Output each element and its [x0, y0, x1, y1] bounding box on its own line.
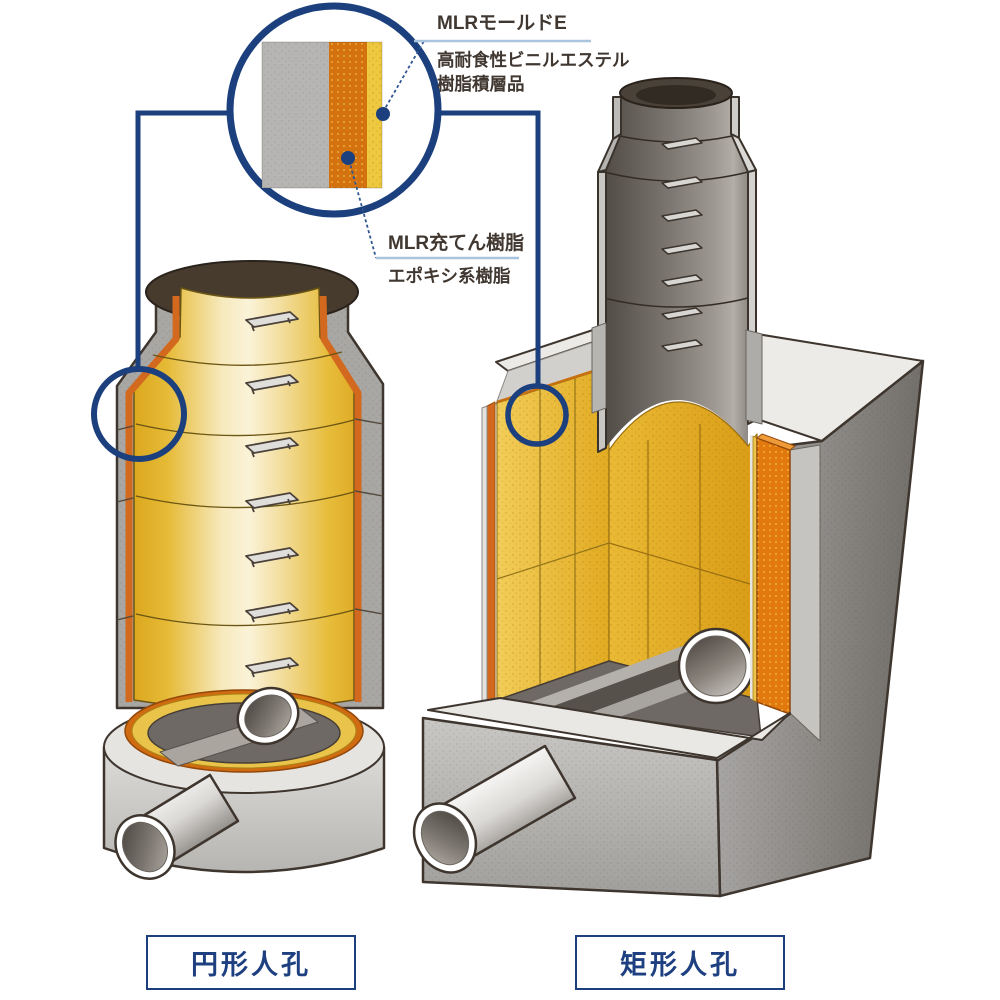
filler-layer-desc: エポキシ系樹脂 — [388, 266, 511, 286]
ladder-rungs-circular — [245, 311, 299, 678]
callout-marker-circular — [91, 366, 187, 462]
slab-collar-left — [591, 322, 607, 414]
box-ledge — [427, 697, 791, 759]
box-inner-cut-face — [789, 444, 821, 742]
wall-pipe-opening — [677, 627, 755, 705]
layer-sample — [261, 41, 383, 189]
callout-marker-rectangular — [505, 383, 569, 447]
lining-wall-left-seams — [496, 378, 610, 688]
connector-line-right — [438, 110, 541, 386]
caption-rectangular-label: 矩形人孔 — [620, 950, 740, 980]
filler-layer-title: MLR充てん樹脂 — [388, 233, 525, 254]
filler-strip-left-wall — [486, 401, 496, 711]
caption-circular-manhole: 円形人孔 — [146, 935, 356, 990]
inlet-pipe-rectangular — [412, 744, 577, 874]
leader-dot-filler — [341, 151, 355, 165]
circular-manhole — [102, 260, 386, 880]
box-channel — [532, 652, 726, 724]
wall-joint-ticks — [116, 418, 384, 621]
channel-pipe-stub — [236, 686, 300, 746]
slab-collar-right — [745, 329, 763, 425]
mold-layer-title: MLRモールドE — [437, 13, 567, 34]
filler-resin-strip-right — [319, 295, 362, 702]
leader-line-mold — [382, 40, 425, 113]
mold-layer-desc-line1: 高耐食性ビニルエステル — [437, 50, 630, 70]
leader-line-filler — [348, 159, 377, 259]
filler-resin-strip-left — [125, 296, 180, 702]
filler-band-right-wall — [750, 433, 796, 715]
detail-callout — [91, 2, 591, 462]
rectangular-manhole — [412, 77, 925, 898]
box-channel-curb-left — [520, 644, 700, 714]
caption-rectangular-manhole: 矩形人孔 — [575, 935, 785, 990]
mold-layer-desc-line2: 樹脂積層品 — [437, 74, 525, 94]
inlet-pipe-circular — [114, 773, 240, 880]
riser-interior — [604, 98, 748, 450]
left-wall-outer-edge — [481, 405, 488, 715]
connector-line-left — [135, 110, 230, 369]
caption-circular-label: 円形人孔 — [191, 950, 311, 980]
lining-joint-seams — [135, 351, 355, 627]
leader-dot-mold — [376, 107, 390, 121]
